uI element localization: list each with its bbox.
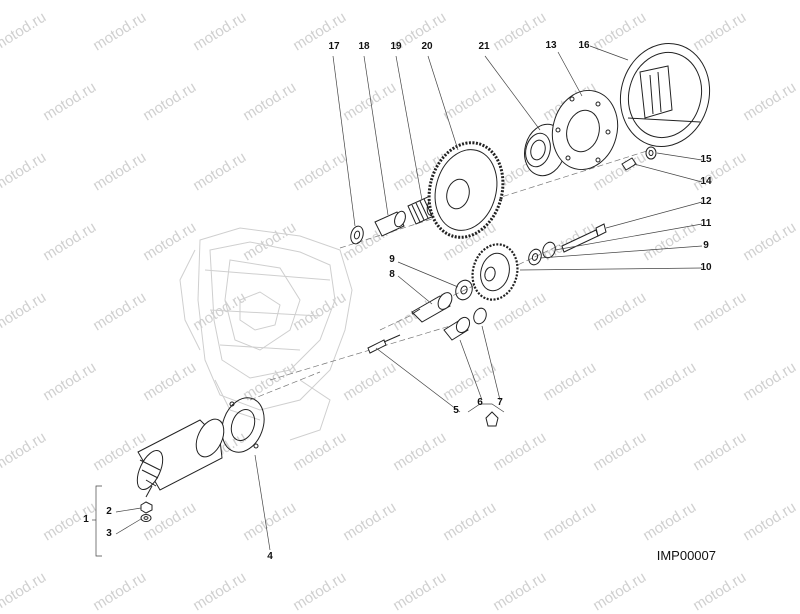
callout-11: 11	[700, 218, 712, 229]
spacer-part-18	[374, 210, 406, 237]
assembly-symbol-icon	[485, 411, 499, 427]
callout-10: 10	[700, 262, 712, 273]
flange-gasket-part-4	[221, 397, 265, 453]
callout-2: 2	[106, 506, 112, 517]
callout-6: 6	[477, 397, 483, 408]
gear-part-20	[427, 141, 505, 239]
bolt-part-12	[561, 223, 607, 253]
shaft-part-8	[411, 292, 453, 323]
callout-18: 18	[358, 41, 370, 52]
washer-part-9-upper	[455, 279, 473, 301]
housing-part-16	[619, 42, 711, 148]
pinion-part-6	[443, 316, 471, 341]
callout-13: 13	[545, 40, 557, 51]
bolt-part-5	[367, 334, 401, 354]
callout-1: 1	[83, 514, 89, 525]
callout-3: 3	[106, 528, 112, 539]
callout-12: 12	[700, 196, 712, 207]
callout-19: 19	[390, 41, 402, 52]
callout-16: 16	[578, 40, 590, 51]
callout-15: 15	[700, 154, 712, 165]
washer-part-9-lower	[528, 248, 542, 266]
callout-8: 8	[389, 269, 395, 280]
callout-21: 21	[478, 41, 490, 52]
callout-9-left: 9	[389, 254, 395, 265]
washer-part-3	[140, 514, 152, 522]
callout-17: 17	[328, 41, 340, 52]
washer-part-15	[645, 146, 657, 160]
washer-part-17	[350, 225, 364, 245]
callout-4: 4	[267, 551, 273, 562]
gear-part-10	[471, 243, 519, 301]
engine-block-outline	[179, 227, 353, 441]
callout-9-right: 9	[703, 240, 709, 251]
callout-7: 7	[497, 397, 503, 408]
parts-drawing	[92, 42, 711, 557]
callout-14: 14	[700, 176, 712, 187]
callout-20: 20	[421, 41, 433, 52]
callout-5: 5	[453, 405, 459, 416]
drawing-code-label: IMP00007	[656, 548, 716, 563]
plate-part-13	[551, 89, 619, 171]
leader-lines	[92, 45, 703, 557]
nut-part-2	[140, 501, 153, 514]
circlip-part-7	[473, 307, 487, 325]
starter-motor-part-1	[136, 418, 225, 498]
dowel-pin-part-14	[621, 157, 637, 171]
